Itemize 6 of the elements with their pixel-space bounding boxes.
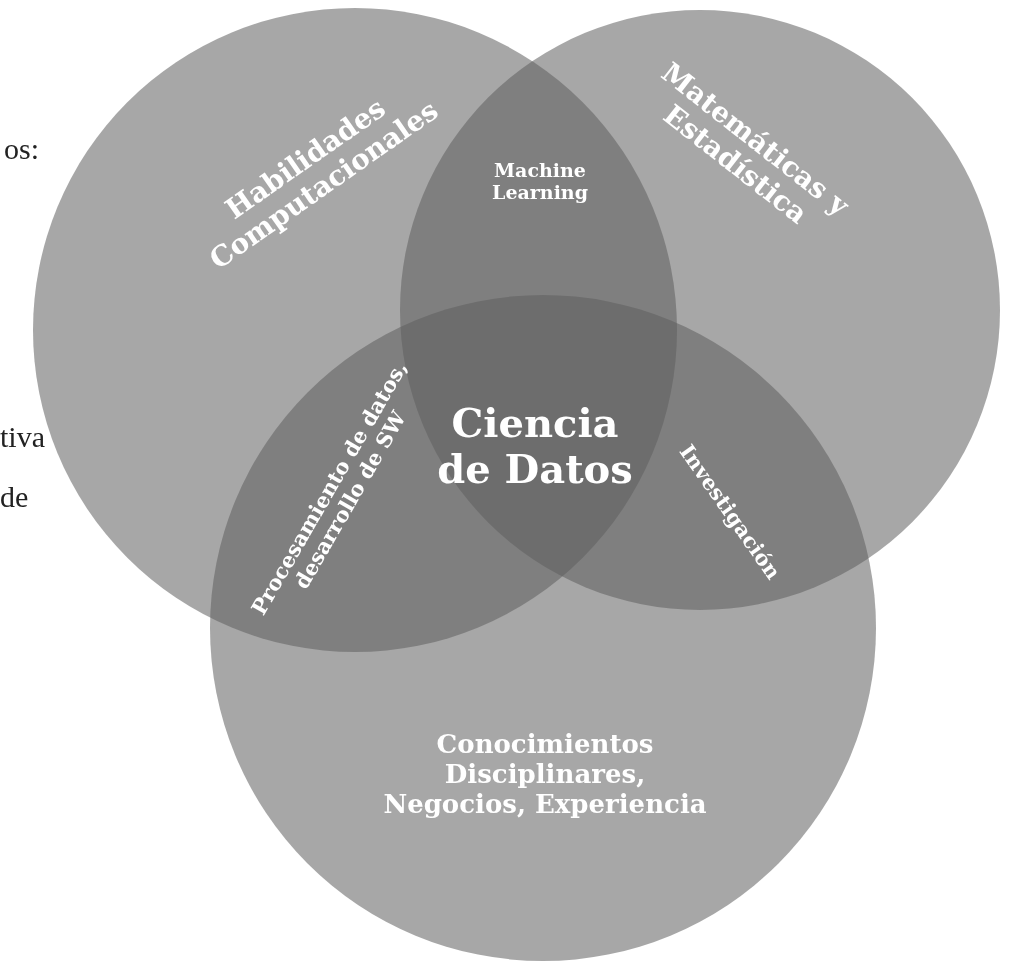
cut-off-text: os:: [4, 132, 39, 166]
set-label: Conocimientos Disciplinares, Negocios, Experiencia: [382, 730, 708, 820]
cut-off-text: tiva: [0, 420, 45, 454]
cut-off-text: de: [0, 480, 29, 514]
intersection-label: Ciencia de Datos: [420, 400, 650, 492]
intersection-label: Machine Learning: [460, 160, 620, 204]
